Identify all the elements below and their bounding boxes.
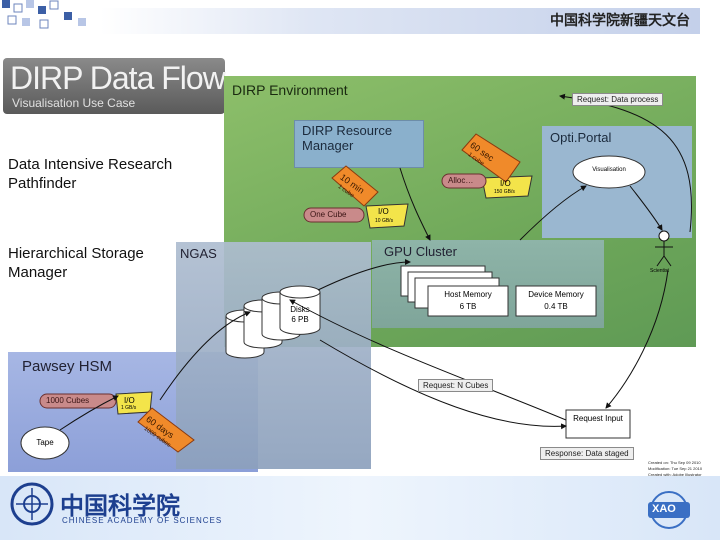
cas-chinese-name: 中国科学院: [60, 491, 180, 520]
resource-manager-label: DIRP Resource Manager: [302, 123, 393, 153]
xao-label: XAO: [652, 503, 676, 515]
io-top-rate: 150 GB/s: [494, 189, 515, 195]
pawsey-hsm-label: Pawsey HSM: [22, 358, 113, 375]
info-tool: Created with: Adobe Illustrator: [648, 472, 702, 477]
host-memory-label: Host Memory: [444, 290, 492, 299]
left-label-hsm: Hierarchical Storage Manager: [8, 245, 144, 281]
arrow-hsm-to-disks: [159, 311, 251, 401]
corner-squares: [2, 0, 86, 29]
arrow-disks-to-gpu: [317, 259, 411, 291]
alloc-label: Alloc…: [448, 176, 474, 185]
gpu-cluster-label: GPU Cluster: [384, 244, 457, 259]
timer-tag-mid: [331, 165, 379, 207]
one-cube-label: One Cube: [310, 210, 347, 219]
io-hsm-label: I/O: [124, 396, 135, 405]
visualisation-label: Visualisation: [592, 167, 626, 173]
visualisation-node: [572, 155, 646, 189]
arrow-tape-to-hsm: [59, 395, 119, 431]
info-modified: Modification: Tue Sep 21 2010: [648, 466, 703, 471]
disks-size: 6 PB: [291, 315, 309, 324]
disk-cylinders: [225, 285, 321, 359]
cas-seal-logo: [10, 482, 54, 526]
request-n-cubes-note: Request: N Cubes: [418, 379, 494, 392]
device-memory-label: Device Memory: [528, 290, 584, 299]
device-memory-size: 0.4 TB: [544, 302, 568, 311]
io-mid-label: I/O: [378, 207, 389, 216]
host-memory-box: [427, 285, 509, 317]
ngas-zone: [176, 242, 371, 469]
timer-tag-top: [461, 133, 521, 183]
title-box: [3, 58, 225, 114]
scientist-figure: [655, 230, 673, 267]
disks-label: Disks: [290, 305, 310, 314]
scientist-label: Scientist: [650, 268, 669, 274]
slide-subtitle: Visualisation Use Case: [12, 96, 136, 110]
one-cube-pill: [303, 207, 365, 223]
request-input-label: Request Input: [573, 414, 623, 423]
io-mid-rate: 10 GB/s: [375, 218, 394, 224]
tape-node: [20, 426, 70, 460]
slide-title: DIRP Data Flow: [10, 60, 226, 96]
host-memory-size: 6 TB: [459, 302, 477, 311]
io-tag-mid: [365, 203, 409, 229]
dirp-environment-label: DIRP Environment: [232, 82, 348, 98]
resource-manager-box: [294, 120, 424, 168]
observatory-title: 中国科学院新疆天文台: [550, 13, 690, 29]
tape-label: Tape: [36, 438, 54, 447]
arrow-vis-to-scientist: [629, 185, 663, 231]
header-bar: [100, 8, 700, 34]
arrow-request-n-cubes: [289, 299, 567, 421]
info-created: Created on: Thu Sep 09 2010: [648, 460, 701, 465]
xao-logo: [648, 491, 690, 529]
alloc-pill: [441, 173, 487, 189]
ngas-label: NGAS: [180, 246, 217, 261]
n-cubes-pill: [39, 393, 117, 409]
optiportal-label: Opti.Portal: [550, 130, 612, 145]
response-data-staged-note: Response: Data staged: [540, 447, 634, 460]
n-cubes-label: 1000 Cubes: [46, 396, 90, 405]
io-hsm-rate: 1 GB/s: [121, 405, 137, 411]
io-top-label: I/O: [500, 179, 511, 188]
io-tag-top: [481, 175, 533, 199]
cas-english-name: CHINESE ACADEMY OF SCIENCES: [62, 516, 223, 525]
arrow-scientist-to-request: [605, 269, 669, 409]
device-memory-box: [515, 285, 597, 317]
footer-ribbon: [0, 476, 720, 540]
arrow-response-staged: [319, 339, 567, 430]
request-data-process-note: Request: Data process: [572, 93, 664, 106]
timer-tag-hsm: [137, 407, 195, 453]
left-label-dirp: Data Intensive Research Pathfinder: [8, 156, 173, 192]
arrow-gpu-to-vis: [519, 185, 587, 241]
arrow-rm-to-gpu: [399, 167, 431, 241]
